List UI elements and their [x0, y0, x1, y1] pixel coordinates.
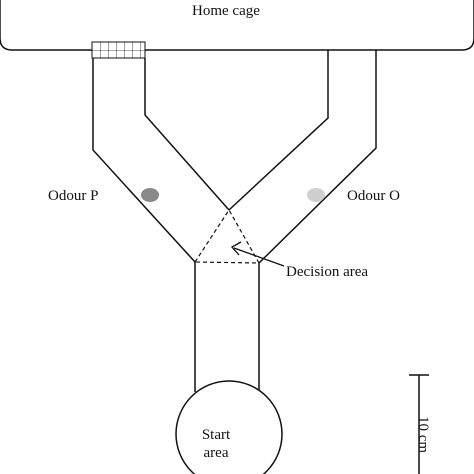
odour-o-spot	[307, 188, 325, 202]
mesh-door	[91, 41, 146, 59]
decision-arrow-line	[233, 247, 285, 267]
home-cage-label: Home cage	[192, 3, 260, 19]
decision-area-boundary	[194, 208, 261, 264]
right-arm-outer-wall	[258, 50, 377, 264]
start-area-circle	[175, 380, 283, 474]
home-cage-box	[0, 0, 474, 51]
decision-area-label: Decision area	[286, 264, 369, 280]
right-arm-inner-wall	[228, 50, 329, 211]
odour-p-spot	[141, 188, 159, 202]
left-arm-outer-wall	[92, 58, 196, 263]
odour-o-label: Odour O	[347, 188, 400, 204]
start-area-label: Start area	[201, 427, 231, 461]
left-arm-inner-wall	[144, 58, 230, 211]
scale-bar-label: 10 cm	[415, 416, 431, 454]
decision-arrow-head	[230, 241, 242, 256]
odour-p-label: Odour P	[48, 188, 99, 204]
